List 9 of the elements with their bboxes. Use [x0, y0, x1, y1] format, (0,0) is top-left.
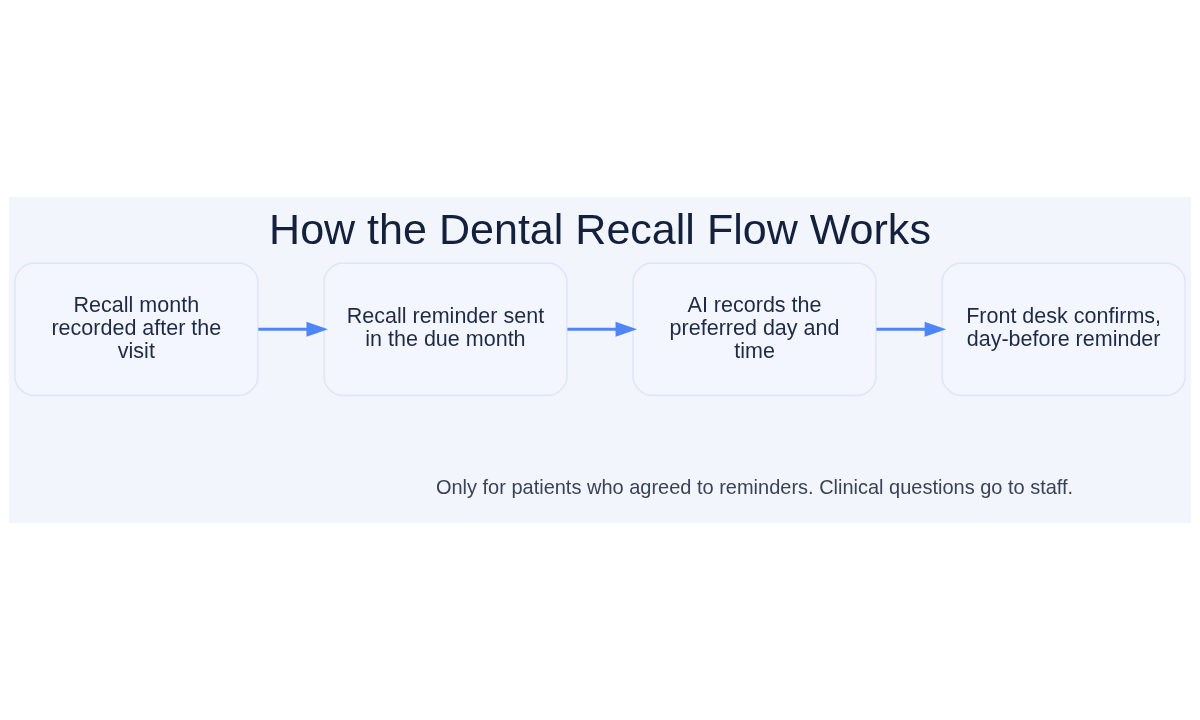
node-box: Front desk confirms, day-before reminder: [941, 262, 1186, 397]
node-box: Recall reminder sent in the due month: [323, 262, 568, 397]
node-box: AI records the preferred day and time: [632, 262, 877, 397]
caption: Only for patients who agreed to reminders. Clinical questions go to staff.: [435, 476, 1074, 499]
arrow: [258, 321, 329, 337]
arrow: [876, 321, 947, 337]
arrow: [567, 321, 638, 337]
node-box: Recall month recorded after the visit: [14, 262, 259, 397]
diagram-title: How the Dental Recall Flow Works: [269, 204, 931, 253]
